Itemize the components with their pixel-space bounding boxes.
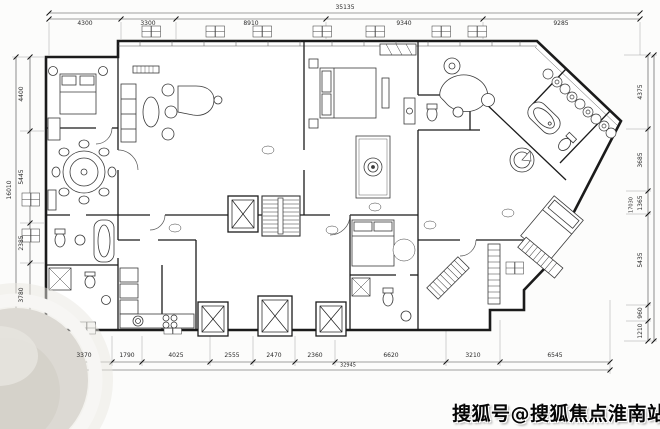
dim-left-segment: 5445 — [18, 169, 25, 185]
ac-vent-icon — [132, 65, 160, 74]
brand-watermark: 搜狐号@搜狐焦点淮南站 — [452, 403, 660, 425]
dim-bottom-segment: 3210 — [465, 352, 481, 359]
dim-top-segment: 9285 — [553, 20, 569, 27]
dim-right-segment: 960 — [637, 307, 644, 319]
window-band — [118, 41, 619, 127]
kitchen-counter — [119, 267, 195, 329]
dim-left-segment: 3780 — [18, 287, 25, 303]
dim-left-total: 16010 — [6, 180, 13, 200]
dim-left-segment: 4400 — [18, 86, 25, 102]
dim-bottom-total: 32945 — [340, 362, 356, 369]
toilet-icon — [558, 131, 578, 151]
bathtub-icon — [527, 101, 561, 135]
dim-bottom-segment: 6545 — [547, 352, 563, 359]
dim-top-segment: 9340 — [396, 20, 412, 27]
dim-right-segment: 1365 — [637, 195, 644, 211]
extension-lines — [12, 22, 657, 374]
bed-icon — [48, 66, 108, 115]
dresser-icon — [403, 97, 416, 125]
sofa-icon — [120, 83, 178, 143]
dimension-lines — [15, 12, 655, 371]
slatted-bench-icon — [426, 256, 470, 300]
dim-top-segment: 4300 — [77, 20, 93, 27]
furniture — [47, 43, 617, 329]
dim-right-segment: 3685 — [637, 152, 644, 168]
dim-bottom-segment: 2470 — [266, 352, 282, 359]
pearl-watermark — [0, 283, 113, 429]
dining-table-icon — [47, 139, 117, 211]
dim-right-segment: 5435 — [637, 252, 644, 268]
dim-bottom-segment: 1790 — [119, 352, 135, 359]
dim-top-segment: 8910 — [243, 20, 259, 27]
bed-icon — [351, 219, 416, 267]
dim-top-total: 35135 — [335, 4, 355, 11]
dim-bottom-segment: 6620 — [383, 352, 399, 359]
dim-left-segment: 2385 — [18, 235, 25, 251]
bed-icon — [308, 58, 390, 129]
plant-garland — [542, 68, 617, 139]
bathroom-fixtures — [48, 267, 111, 305]
interior-walls — [46, 41, 611, 330]
dim-bottom-segment: 4025 — [168, 352, 184, 359]
dim-right-total: 17030 — [628, 197, 635, 213]
wardrobe-icon — [379, 43, 417, 56]
ceiling-light-icon — [168, 145, 515, 235]
bed-icon — [520, 195, 584, 261]
dim-bottom-segment: 2555 — [224, 352, 240, 359]
bathroom-fixtures — [54, 219, 115, 263]
elevator-shaft-icon — [197, 195, 347, 337]
vent-symbols — [21, 25, 524, 335]
wardrobe-icon — [47, 117, 61, 141]
dim-top-segment: 3300 — [140, 20, 156, 27]
dim-bottom-segment: 2360 — [307, 352, 323, 359]
staircase-icon — [261, 195, 301, 237]
wardrobe-icon — [487, 243, 501, 305]
shower-icon — [509, 147, 535, 173]
dim-bottom-segment: 3370 — [76, 352, 92, 359]
dim-right-segment: 4375 — [637, 84, 644, 100]
desk-icon — [439, 57, 495, 112]
dim-right-segment: 1210 — [637, 323, 644, 339]
bathroom-fixtures — [351, 277, 412, 322]
toilet-icon — [426, 103, 464, 122]
wardrobe-icon — [517, 236, 564, 279]
hallway-rug — [355, 135, 391, 199]
piano-icon — [177, 85, 223, 116]
